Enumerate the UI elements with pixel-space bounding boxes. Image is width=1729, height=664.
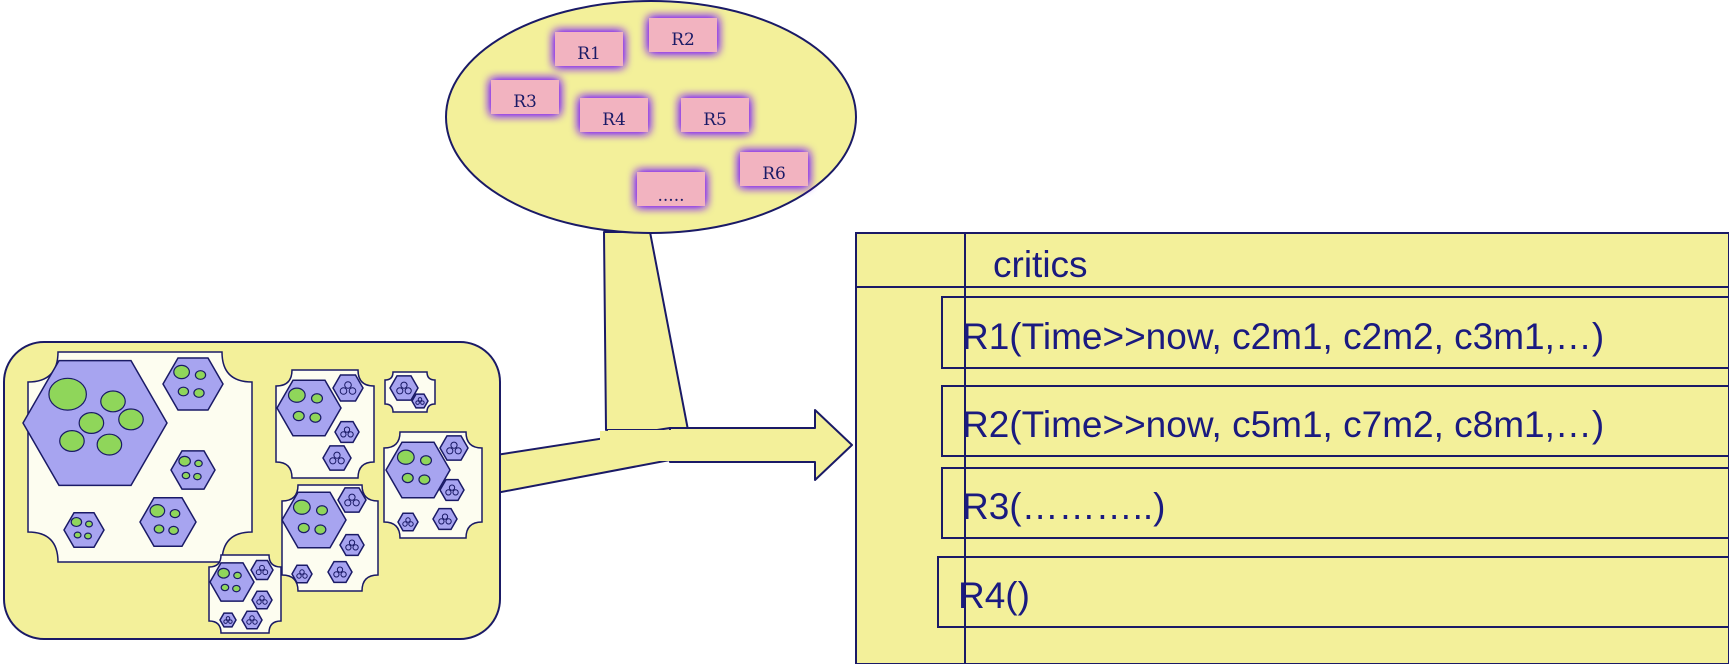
green-blob-icon: [181, 471, 191, 480]
green-blob-icon: [48, 377, 87, 411]
green-blob-icon: [153, 524, 165, 534]
green-blob-icon: [315, 505, 329, 516]
green-blob-icon: [401, 472, 414, 484]
green-blob-icon: [96, 433, 123, 456]
critics-table-background: [855, 232, 1729, 664]
rule-label: R1: [555, 32, 623, 66]
green-blob-icon: [73, 531, 82, 539]
green-blob-icon: [149, 504, 166, 518]
rule-label: .....: [637, 172, 705, 206]
green-blob-icon: [173, 364, 191, 380]
hexagon-cell-icon: [22, 359, 168, 487]
hexagon-cell-icon: [276, 379, 342, 437]
green-blob-icon: [232, 584, 241, 593]
hexagon-cell-icon: [241, 610, 263, 630]
green-blob-icon: [292, 410, 305, 422]
green-blob-icon: [217, 567, 230, 579]
hexagon-cell-icon: [411, 393, 429, 409]
connector-arrow: [495, 231, 853, 494]
critics-table: critics R1(Time>>now, c2m1, c2m2, c3m1,……: [855, 232, 1729, 664]
green-blob-icon: [194, 370, 207, 380]
rule-label: R6: [740, 152, 808, 186]
hexagon-cell-icon: [439, 435, 469, 461]
green-blob-icon: [168, 525, 179, 536]
green-blob-icon: [292, 499, 311, 515]
green-blob-icon: [314, 524, 327, 535]
hexagon-cell-icon: [439, 478, 465, 502]
green-blob-icon: [84, 520, 93, 528]
green-blob-icon: [83, 532, 92, 540]
green-blob-icon: [169, 508, 181, 519]
hexagon-cell-icon: [322, 445, 352, 471]
hexagon-cell-icon: [209, 562, 255, 602]
green-blob-icon: [233, 571, 242, 580]
green-blob-icon: [177, 386, 190, 397]
rule-label-text: R5: [703, 110, 727, 130]
green-blob-icon: [310, 393, 324, 404]
green-blob-icon: [309, 412, 322, 423]
hexagon-cell-icon: [170, 450, 216, 490]
hexagon-cell-icon: [251, 590, 273, 610]
critics-row: R1(Time>>now, c2m1, c2m2, c3m1,…): [962, 316, 1604, 357]
rule-label-text: .....: [657, 186, 684, 206]
hexagon-cell-icon: [334, 420, 360, 444]
hexagon-cell-icon: [250, 559, 274, 581]
green-blob-icon: [194, 459, 203, 468]
critics-row-box: [937, 556, 1729, 628]
hexagon-cell-icon: [281, 491, 347, 549]
critics-row-box: [941, 296, 1729, 369]
hexagon-cell-icon: [389, 375, 419, 401]
green-blob-icon: [396, 449, 415, 465]
hexagon-cell-icon: [139, 497, 197, 547]
hexagon-cell-icon: [291, 564, 313, 584]
rule-label-text: R2: [671, 30, 695, 50]
rule-label-text: R1: [577, 44, 601, 64]
hexagon-cell-icon: [385, 441, 451, 499]
green-blob-icon: [220, 583, 230, 592]
green-blob-icon: [193, 388, 205, 398]
hexagon-cell-icon: [327, 560, 353, 584]
critics-row: R3(………..): [962, 486, 1166, 527]
critics-row: R4(): [958, 575, 1030, 616]
green-blob-icon: [59, 429, 85, 453]
critics-row: R2(Time>>now, c5m1, c7m2, c8m1,…): [962, 404, 1604, 445]
green-blob-icon: [418, 474, 431, 485]
hexagon-cell-icon: [397, 512, 419, 532]
hexagon-cell-icon: [337, 487, 367, 513]
rule-label-text: R6: [762, 164, 786, 184]
green-blob-icon: [100, 390, 126, 413]
critics-header: critics: [993, 244, 1088, 285]
hexagon-cell-icon: [332, 374, 364, 402]
rule-label-text: R4: [602, 110, 626, 130]
green-blob-icon: [70, 516, 83, 528]
green-blob-icon: [118, 408, 144, 431]
rule-label-text: R3: [513, 92, 537, 112]
hexagon-cell-icon: [162, 357, 224, 411]
critics-row-box: [941, 467, 1729, 539]
rule-label: R4: [580, 98, 648, 132]
cell-ecosystem-panel: [3, 341, 501, 640]
green-blob-icon: [419, 455, 433, 466]
right-arrow-icon: [669, 409, 853, 481]
hexagon-cell-icon: [339, 533, 365, 557]
green-blob-icon: [297, 522, 310, 534]
hexagon-cell-icon: [432, 507, 458, 531]
hexagon-cell-icon: [219, 612, 237, 628]
green-blob-icon: [78, 411, 105, 435]
rule-label: R2: [649, 18, 717, 52]
critics-row-box: [941, 385, 1729, 457]
rule-label: R5: [681, 98, 749, 132]
green-blob-icon: [178, 455, 191, 467]
rule-label: R3: [491, 80, 559, 114]
green-blob-icon: [287, 387, 306, 403]
green-blob-icon: [193, 472, 202, 481]
hexagon-cell-icon: [63, 511, 105, 549]
